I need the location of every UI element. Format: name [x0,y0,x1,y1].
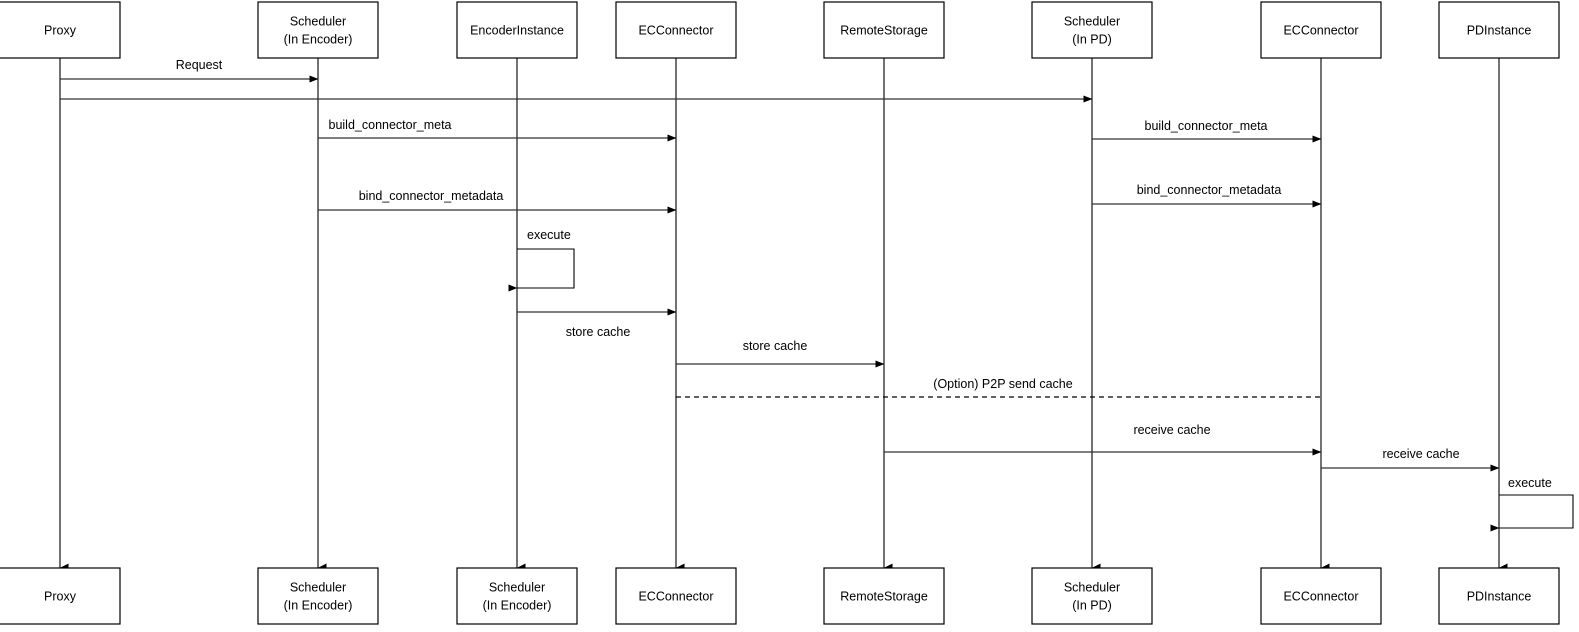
participant-label: Proxy [44,23,77,37]
participant-label: Proxy [44,589,77,603]
participant-bottom-encoder_inst[interactable]: Scheduler (In Encoder) [456,567,578,625]
participant-box[interactable] [1031,567,1153,625]
participant-sublabel: (In Encoder) [483,598,552,612]
participant-sublabel: (In Encoder) [284,32,353,46]
message-label: store cache [743,339,808,353]
participant-box[interactable] [1438,567,1560,625]
self-message-s1[interactable]: execute [508,228,575,292]
participant-top-ec_conn_right[interactable]: ECConnector [1260,1,1382,59]
participant-box[interactable] [257,567,379,625]
message-label: bind_connector_metadata [1137,183,1282,197]
participant-box[interactable] [615,1,737,59]
participant-box[interactable] [823,1,945,59]
self-messages-group: execute execute [508,228,1574,532]
self-message-path [1490,494,1574,532]
message-m9[interactable]: (Option) P2P send cache [676,377,1321,398]
participant-label: Scheduler [290,580,346,594]
participant-top-sched_pd[interactable]: Scheduler (In PD) [1031,1,1153,59]
message-label: build_connector_meta [329,118,452,132]
participant-label: Scheduler [1064,580,1120,594]
message-label: (Option) P2P send cache [933,377,1072,391]
message-m6[interactable]: bind_connector_metadata [1092,183,1322,208]
self-message-path [508,248,575,292]
message-m11[interactable]: receive cache [1321,447,1500,472]
participant-label: PDInstance [1467,589,1532,603]
participant-bottom-proxy[interactable]: Proxy [0,567,121,625]
self-message-label: execute [527,228,571,242]
participant-box[interactable] [1031,1,1153,59]
message-m10[interactable]: receive cache [884,423,1322,456]
participant-sublabel: (In PD) [1072,32,1112,46]
participant-top-proxy[interactable]: Proxy [0,1,121,59]
self-message-label: execute [1508,476,1552,490]
participant-label: ECConnector [1283,589,1358,603]
participant-label: Scheduler [290,14,346,28]
lifelines-group [59,58,1508,573]
message-m1[interactable]: Request [60,58,319,83]
self-message-s2[interactable]: execute [1490,476,1574,532]
participant-label: RemoteStorage [840,23,928,37]
participant-box[interactable] [1260,1,1382,59]
participant-bottom-sched_pd[interactable]: Scheduler (In PD) [1031,567,1153,625]
participant-label: RemoteStorage [840,589,928,603]
message-label: receive cache [1382,447,1459,461]
participant-top-sched_enc[interactable]: Scheduler (In Encoder) [257,1,379,59]
message-label: bind_connector_metadata [359,189,504,203]
participant-label: EncoderInstance [470,23,564,37]
participant-top-ec_conn_left[interactable]: ECConnector [615,1,737,59]
participant-label: ECConnector [1283,23,1358,37]
participant-box[interactable] [823,567,945,625]
participant-label: ECConnector [638,23,713,37]
participant-box[interactable] [1260,567,1382,625]
message-m4[interactable]: build_connector_meta [1092,119,1322,143]
participant-bottom-ec_conn_left[interactable]: ECConnector [615,567,737,625]
participant-label: ECConnector [638,589,713,603]
message-label: build_connector_meta [1145,119,1268,133]
participant-sublabel: (In PD) [1072,598,1112,612]
message-label: receive cache [1133,423,1210,437]
participant-box[interactable] [615,567,737,625]
participant-box[interactable] [0,567,121,625]
messages-group: Request build_connector_meta build_connect… [60,58,1500,472]
participant-top-remote_store[interactable]: RemoteStorage [823,1,945,59]
participant-bottom-pd_inst[interactable]: PDInstance [1438,567,1560,625]
participant-top-pd_inst[interactable]: PDInstance [1438,1,1560,59]
participant-box[interactable] [456,1,578,59]
message-label: Request [176,58,223,72]
message-m3[interactable]: build_connector_meta [318,118,677,142]
participant-top-boxes: Proxy Scheduler (In Encoder) EncoderInstanc… [0,1,1560,59]
message-label: store cache [566,325,631,339]
participant-bottom-boxes: Proxy Scheduler (In Encoder) Scheduler (In E… [0,567,1560,625]
message-m7[interactable]: store cache [517,308,677,339]
participant-label: Scheduler [1064,14,1120,28]
participant-label: Scheduler [489,580,545,594]
participant-bottom-remote_store[interactable]: RemoteStorage [823,567,945,625]
message-m5[interactable]: bind_connector_metadata [318,189,677,214]
participant-box[interactable] [1438,1,1560,59]
participant-box[interactable] [257,1,379,59]
participant-bottom-ec_conn_right[interactable]: ECConnector [1260,567,1382,625]
participant-box[interactable] [456,567,578,625]
participant-bottom-sched_enc[interactable]: Scheduler (In Encoder) [257,567,379,625]
participant-box[interactable] [0,1,121,59]
participant-top-encoder_inst[interactable]: EncoderInstance [456,1,578,59]
participant-label: PDInstance [1467,23,1532,37]
message-m8[interactable]: store cache [676,339,885,368]
participant-sublabel: (In Encoder) [284,598,353,612]
